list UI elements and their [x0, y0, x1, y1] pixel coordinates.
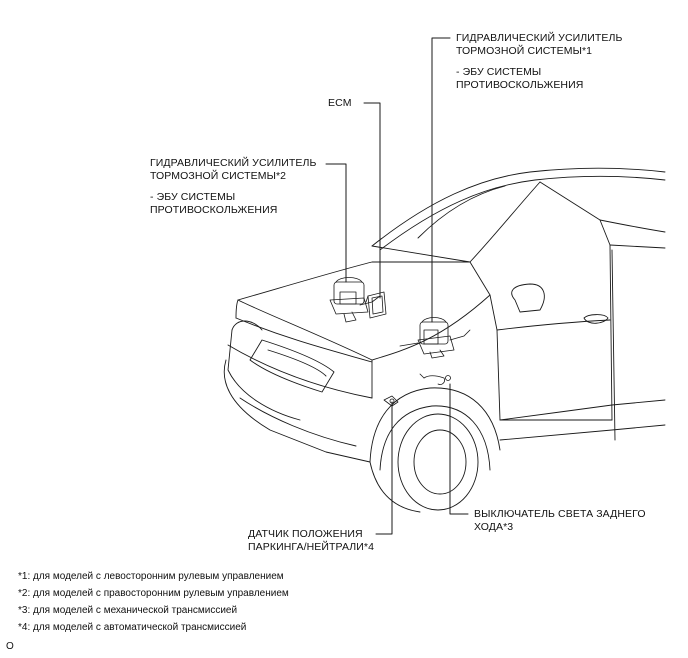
footnote-4: *4: для моделей с автоматической трансми… [18, 622, 247, 633]
callout-ecm: ECM [328, 97, 352, 110]
footnote-3: *3: для моделей с механической трансмисс… [18, 605, 238, 616]
callout-line-2: ХОДА*3 [474, 521, 514, 533]
ecm-illustration [365, 291, 387, 319]
vehicle-outline [223, 167, 666, 513]
callout-ecm-label: ECM [328, 97, 352, 109]
callout-brake-actuator-rhd: ГИДРАВЛИЧЕСКИЙ УСИЛИТЕЛЬ ТОРМОЗНОЙ СИСТЕ… [150, 157, 317, 217]
callout-sub-line-1: - ЭБУ СИСТЕМЫ [456, 66, 542, 78]
callout-title-line-2: ТОРМОЗНОЙ СИСТЕМЫ*1 [456, 45, 593, 57]
callout-title-line-1: ГИДРАВЛИЧЕСКИЙ УСИЛИТЕЛЬ [456, 32, 623, 44]
footnote-1: *1: для моделей с левосторонним рулевым … [18, 571, 284, 582]
leader-ecm [363, 102, 381, 299]
callout-line-1: ДАТЧИК ПОЛОЖЕНИЯ [248, 528, 363, 540]
callout-title-line-1: ГИДРАВЛИЧЕСКИЙ УСИЛИТЕЛЬ [150, 157, 317, 169]
callout-line-2: ПАРКИНГА/НЕЙТРАЛИ*4 [248, 541, 375, 553]
callout-sub-line-2: ПРОТИВОСКОЛЬЖЕНИЯ [150, 204, 278, 216]
leader-brake-lhd [431, 37, 451, 323]
callout-park-neutral-sensor: ДАТЧИК ПОЛОЖЕНИЯ ПАРКИНГА/НЕЙТРАЛИ*4 [248, 528, 374, 554]
figure-code: O [6, 641, 14, 652]
callout-title-line-2: ТОРМОЗНОЙ СИСТЕМЫ*2 [150, 170, 287, 182]
leader-reverse-switch [449, 383, 469, 515]
brake-actuator-rhd-illustration [329, 277, 381, 323]
leader-brake-rhd [325, 163, 347, 283]
callout-sub-line-2: ПРОТИВОСКОЛЬЖЕНИЯ [456, 79, 584, 91]
callout-line-1: ВЫКЛЮЧАТЕЛЬ СВЕТА ЗАДНЕГО [474, 508, 646, 520]
callout-brake-actuator-lhd: ГИДРАВЛИЧЕСКИЙ УСИЛИТЕЛЬ ТОРМОЗНОЙ СИСТЕ… [456, 32, 623, 92]
reverse-switch-illustration [419, 373, 451, 385]
footnote-2: *2: для моделей с правосторонним рулевым… [18, 588, 289, 599]
callout-sub-line-1: - ЭБУ СИСТЕМЫ [150, 191, 236, 203]
leader-park-neutral [375, 401, 393, 535]
brake-actuator-lhd-illustration [399, 317, 471, 359]
callout-reverse-light-switch: ВЫКЛЮЧАТЕЛЬ СВЕТА ЗАДНЕГО ХОДА*3 [474, 508, 646, 534]
leader-lines [325, 37, 469, 535]
